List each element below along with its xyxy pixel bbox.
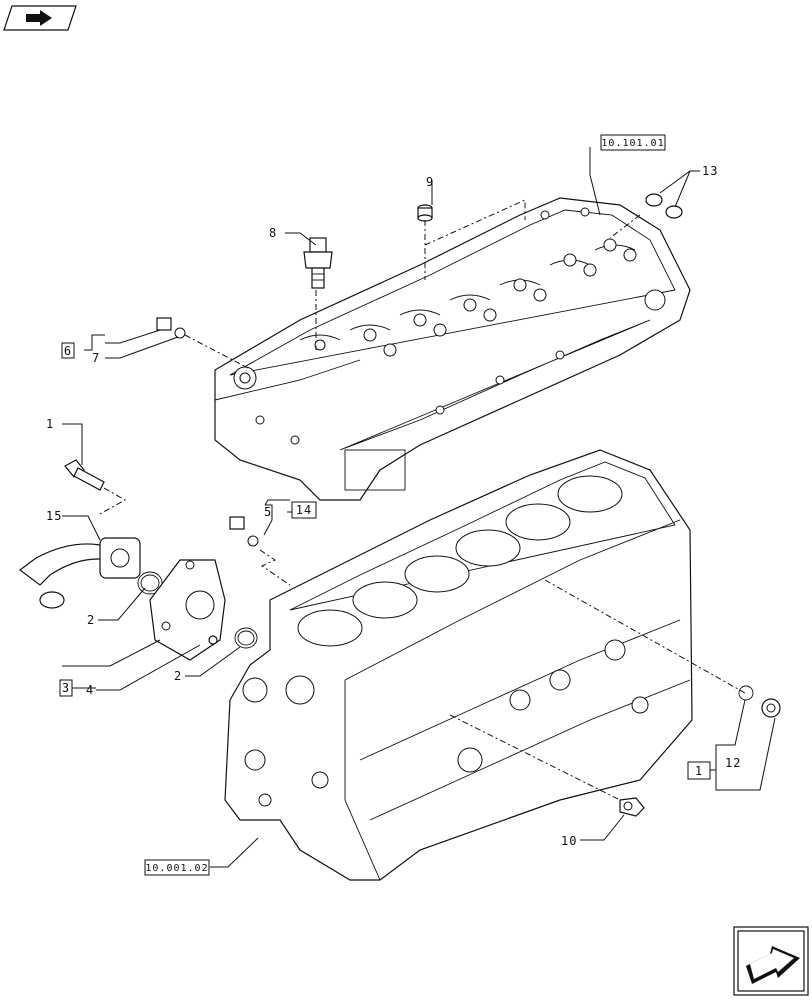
callout-4: 4 bbox=[86, 683, 94, 697]
kit-box-14: 14 bbox=[291, 501, 317, 519]
callout-9: 9 bbox=[426, 175, 434, 189]
svg-text:14: 14 bbox=[296, 503, 312, 517]
part-9-plug bbox=[417, 204, 433, 222]
leader-lines bbox=[62, 147, 776, 868]
part-8-fitting bbox=[303, 237, 333, 289]
callout-2-left: 2 bbox=[87, 613, 95, 627]
reference-cylinder-head-label: 10.101.01 bbox=[601, 138, 664, 149]
callout-12: 12 bbox=[725, 756, 741, 770]
kit-box-3: 3 bbox=[59, 679, 73, 697]
svg-text:6: 6 bbox=[64, 344, 72, 358]
kit-box-1: 1 bbox=[687, 761, 711, 780]
reference-cylinder-head[interactable]: 10.101.01 bbox=[600, 134, 666, 151]
part-5-plug bbox=[229, 516, 259, 547]
block-front-bosses bbox=[242, 639, 649, 807]
engine-block bbox=[224, 449, 693, 881]
part-12-plug bbox=[738, 685, 781, 718]
part-4-pin bbox=[208, 635, 218, 645]
callout-2-right: 2 bbox=[174, 669, 182, 683]
part-13-plugs bbox=[645, 193, 683, 219]
part-10-sensor bbox=[619, 797, 645, 817]
svg-text:3: 3 bbox=[62, 681, 70, 695]
cylinder-head-studs bbox=[233, 207, 666, 445]
part-3-housing bbox=[149, 559, 226, 661]
callout-15: 15 bbox=[46, 509, 62, 523]
next-page-arrow-icon[interactable] bbox=[733, 926, 809, 996]
navigation-arrow-icon[interactable] bbox=[3, 5, 77, 31]
part-15-pipe bbox=[19, 537, 141, 609]
callout-1: 1 bbox=[46, 417, 54, 431]
callout-5: 5 bbox=[264, 505, 272, 519]
svg-text:1: 1 bbox=[695, 764, 703, 778]
cylinder-head bbox=[214, 197, 691, 501]
reference-engine-block-label: 10.001.02 bbox=[145, 863, 208, 874]
part-1-bolt bbox=[64, 459, 105, 491]
callout-10: 10 bbox=[561, 834, 577, 848]
part-7-plug bbox=[156, 317, 186, 339]
reference-engine-block[interactable]: 10.001.02 bbox=[144, 859, 210, 876]
part-2-seal-left bbox=[137, 571, 163, 595]
cylinder-bores bbox=[297, 475, 623, 647]
kit-box-6: 6 bbox=[61, 342, 75, 359]
callout-13: 13 bbox=[702, 164, 718, 178]
part-2-seal-right bbox=[234, 627, 258, 649]
callout-7: 7 bbox=[92, 351, 100, 365]
callout-8: 8 bbox=[269, 226, 277, 240]
assembly-axes bbox=[97, 199, 746, 801]
callout-labels: 1 15 2 2 4 7 8 9 13 5 12 10 bbox=[46, 164, 741, 848]
